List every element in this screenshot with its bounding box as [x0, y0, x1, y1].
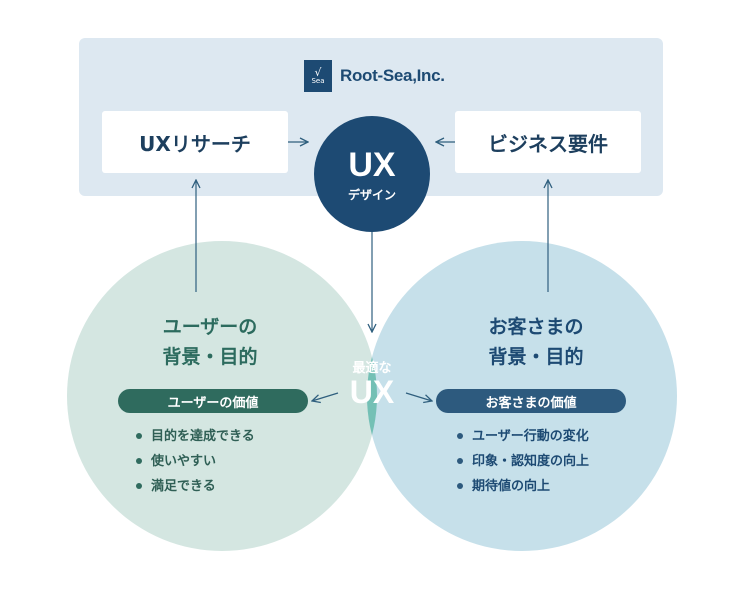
- bullet-icon: [457, 482, 463, 489]
- ux-design-circle: [314, 116, 430, 232]
- list-item-text: 期待値の向上: [472, 479, 551, 494]
- list-item: ユーザー行動の変化: [457, 424, 589, 449]
- list-item-text: 使いやすい: [151, 454, 217, 469]
- ux-design-title: UX: [348, 145, 396, 184]
- optimal-ux-label: 最適な UX: [334, 361, 410, 411]
- user-heading-line2: 背景・目的: [162, 346, 258, 368]
- ux-design-subtitle: デザイン: [347, 187, 396, 202]
- list-item: 満足できる: [136, 474, 255, 499]
- user-value-pill: ユーザーの価値: [118, 389, 308, 413]
- user-value-list: 目的を達成できる 使いやすい 満足できる: [136, 424, 255, 499]
- logo-text: Sea: [311, 77, 325, 85]
- arrow-center-left: [312, 392, 339, 401]
- optimal-ux-main: UX: [349, 374, 395, 411]
- bullet-icon: [136, 482, 142, 489]
- list-item: 使いやすい: [136, 449, 255, 474]
- list-item-text: 満足できる: [151, 479, 216, 494]
- bullet-icon: [457, 457, 463, 464]
- ux-design-label: UX デザイン: [313, 121, 431, 229]
- customer-value-list: ユーザー行動の変化 印象・認知度の向上 期待値の向上: [457, 424, 589, 499]
- arrow-center-right: [405, 392, 432, 401]
- customer-background-heading: お客さまの 背景・目的: [466, 312, 606, 372]
- bullet-icon: [457, 432, 463, 439]
- list-item-text: 印象・認知度の向上: [472, 454, 590, 469]
- list-item-text: ユーザー行動の変化: [472, 429, 589, 444]
- list-item-text: 目的を達成できる: [151, 429, 255, 444]
- customer-value-pill: お客さまの価値: [436, 389, 626, 413]
- root-symbol-icon: √: [314, 66, 322, 79]
- list-item: 目的を達成できる: [136, 424, 255, 449]
- list-item: 印象・認知度の向上: [457, 449, 589, 474]
- bullet-icon: [136, 432, 142, 439]
- optimal-ux-top: 最適な: [352, 361, 392, 376]
- business-requirements-box: ビジネス要件: [455, 111, 641, 173]
- customer-heading-line1: お客さまの: [488, 316, 584, 338]
- company-logo: √ Sea: [304, 60, 332, 92]
- company-name: Root-Sea,Inc.: [340, 66, 445, 85]
- list-item: 期待値の向上: [457, 474, 589, 499]
- company-header: √ Sea Root-Sea,Inc.: [304, 60, 445, 92]
- user-background-heading: ユーザーの 背景・目的: [140, 312, 280, 372]
- bullet-icon: [136, 457, 142, 464]
- user-heading-line1: ユーザーの: [162, 316, 258, 338]
- customer-heading-line2: 背景・目的: [488, 346, 584, 368]
- ux-research-box: UXリサーチ: [102, 111, 288, 173]
